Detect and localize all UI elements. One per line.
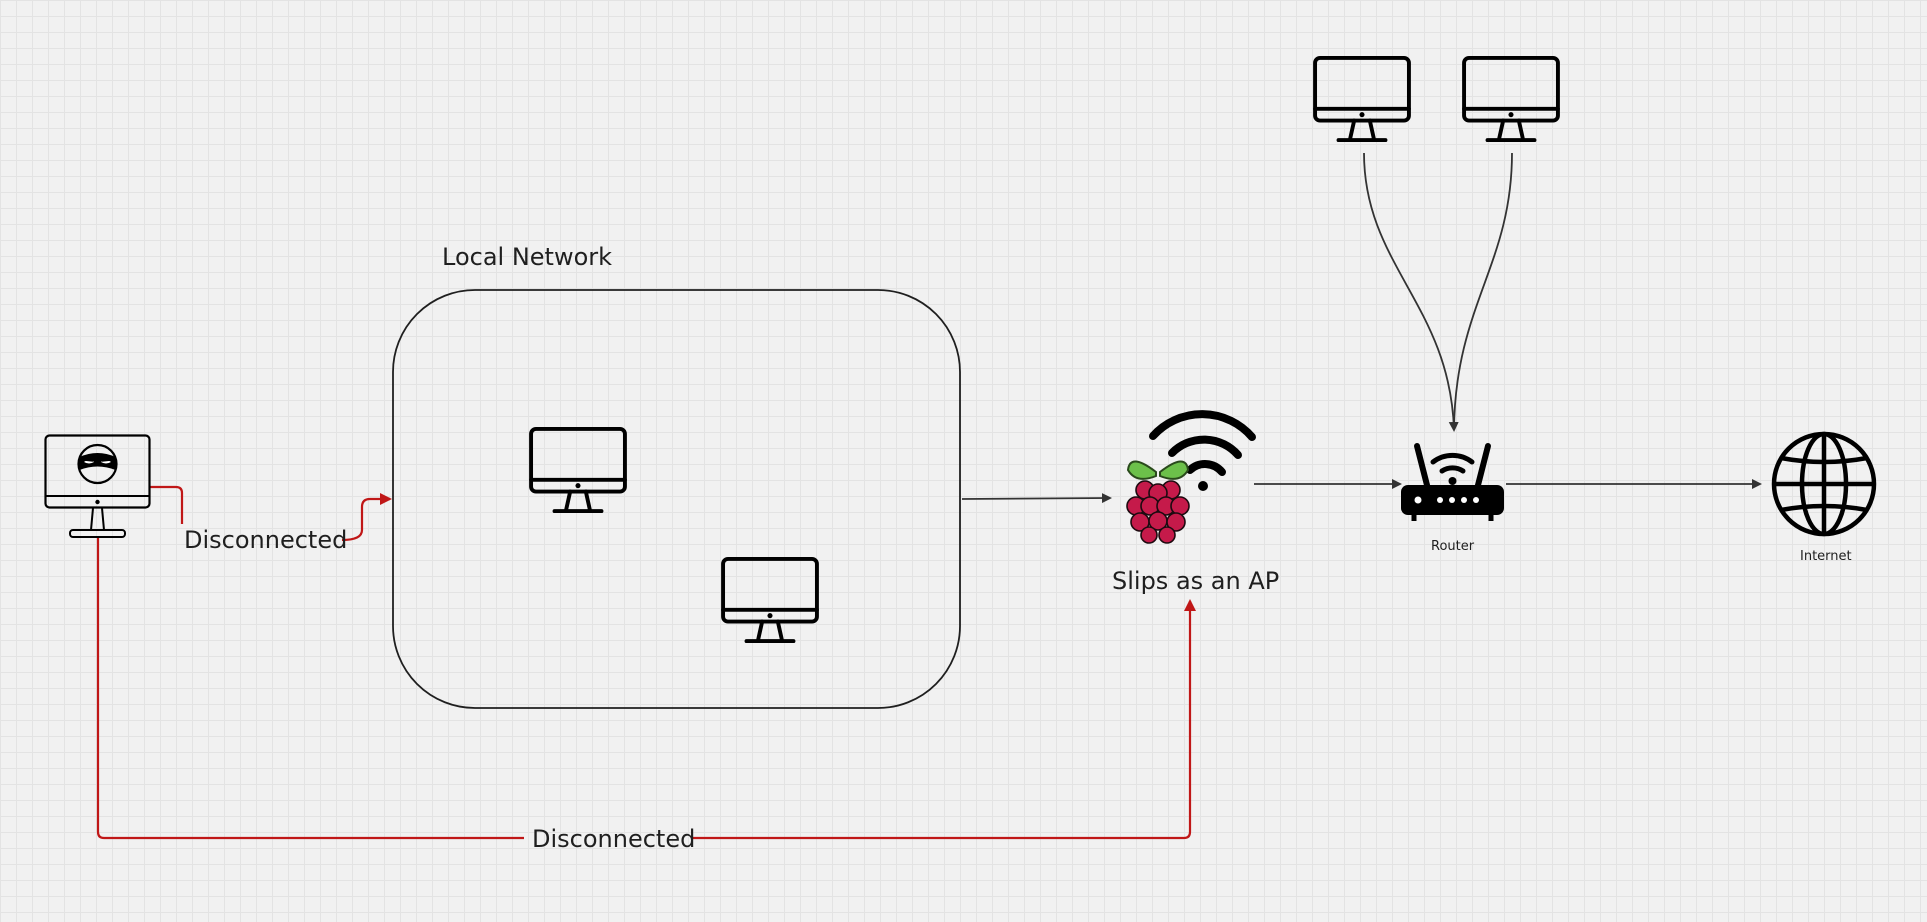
router-label: Router bbox=[1431, 539, 1475, 554]
edge-pc-to-router[interactable] bbox=[1363, 152, 1459, 432]
monitor-icon bbox=[1313, 56, 1411, 143]
router-node[interactable]: Router bbox=[1401, 443, 1504, 554]
edge-local-network-to-slips-ap[interactable] bbox=[961, 493, 1112, 504]
internet-node[interactable]: Internet bbox=[1771, 431, 1877, 564]
slips-ap-node[interactable]: Slips as an AP bbox=[1112, 410, 1279, 595]
internet-label: Internet bbox=[1800, 549, 1852, 564]
router-pc-node[interactable] bbox=[1313, 56, 1411, 143]
monitor-icon bbox=[529, 427, 627, 514]
edge-attacker-to-local-network[interactable]: Disconnected bbox=[150, 485, 392, 554]
monitor-icon bbox=[721, 557, 819, 644]
edge-pc-to-router[interactable] bbox=[1453, 152, 1513, 431]
router-icon bbox=[1401, 443, 1504, 521]
local-network-label: Local Network bbox=[442, 243, 612, 271]
globe-icon bbox=[1771, 431, 1877, 537]
monitor-icon bbox=[1462, 56, 1560, 143]
local-pc-node[interactable] bbox=[721, 557, 819, 644]
slips-ap-label: Slips as an AP bbox=[1112, 567, 1279, 595]
attacker-node[interactable] bbox=[44, 434, 151, 538]
raspberry-pi-wifi-icon bbox=[1126, 410, 1256, 544]
edge-label-disconnected: Disconnected bbox=[532, 825, 695, 853]
local-network-group[interactable]: Local Network bbox=[392, 243, 961, 709]
edge-attacker-to-slips-ap[interactable]: Disconnected bbox=[96, 537, 1196, 853]
edge-label-disconnected: Disconnected bbox=[184, 526, 347, 554]
hacker-monitor-icon bbox=[44, 434, 151, 538]
router-pc-node[interactable] bbox=[1462, 56, 1560, 143]
local-pc-node[interactable] bbox=[529, 427, 627, 514]
